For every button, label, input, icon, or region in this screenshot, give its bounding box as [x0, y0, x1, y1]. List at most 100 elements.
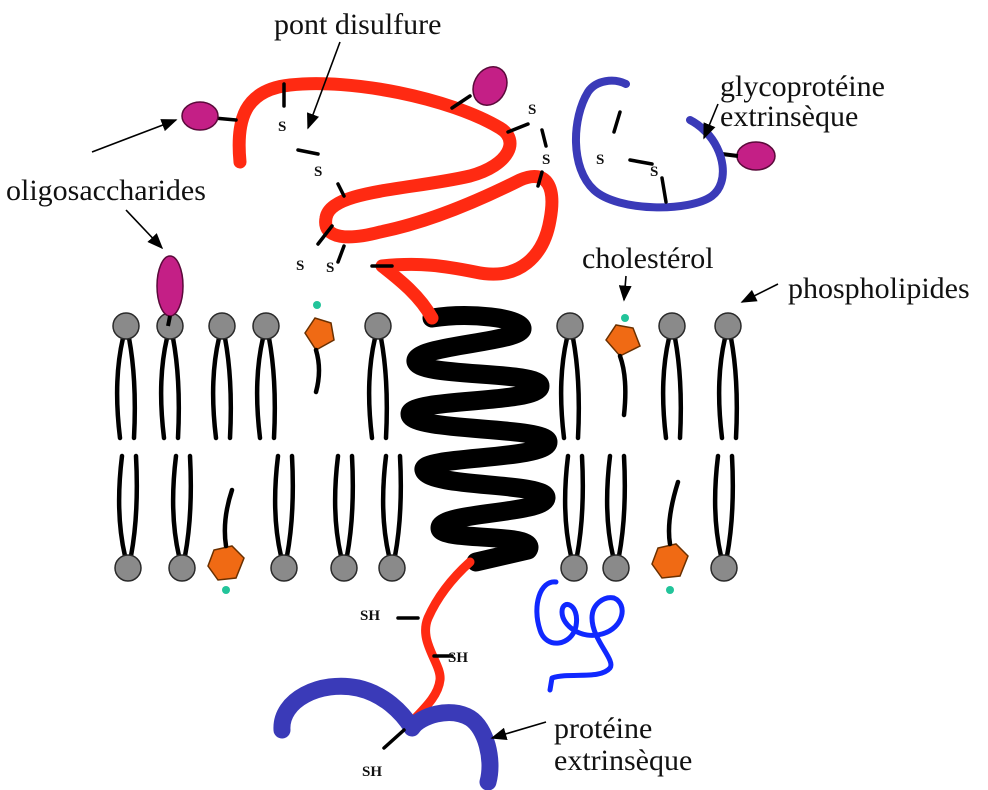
oligosaccharide-glycoprotein: [722, 142, 775, 170]
phospholipid: [209, 313, 235, 438]
phospholipid: [365, 313, 391, 438]
lipid-head: [331, 555, 357, 581]
cholesterol-lower-left: [208, 490, 244, 594]
lipid-tail: [381, 338, 387, 438]
label-proteine-extrinseque: extrinsèque: [554, 744, 692, 777]
lipid-tail: [131, 456, 137, 556]
phospholipid: [115, 456, 141, 581]
lipid-tail: [161, 338, 167, 438]
label-oligosaccharides: oligosaccharides: [6, 174, 206, 207]
arrow-cholesterol: [624, 276, 626, 300]
arrow-phospholipids: [742, 284, 778, 302]
phospholipid: [711, 456, 737, 581]
lipid-head: [253, 313, 279, 339]
label-proteine: protéine: [554, 712, 652, 745]
bright-blue-chain: [537, 582, 622, 690]
cholesterol-lower-right: [652, 482, 688, 594]
lipid-tail: [347, 456, 353, 556]
phospholipid: [113, 313, 139, 438]
cholesterol-upper-left: [305, 301, 334, 392]
phospholipid: [557, 313, 583, 438]
phospholipid: [331, 456, 357, 581]
phospholipid: [271, 456, 297, 581]
sulfur-label: S: [596, 152, 604, 168]
lipid-tail: [715, 456, 721, 556]
label-arrows: [92, 42, 778, 738]
label-glycoproteine-extrinseque: extrinsèque: [720, 100, 858, 133]
sulfur-label: S: [296, 258, 304, 274]
lipid-tail: [117, 338, 123, 438]
sulfur-label: S: [528, 102, 536, 118]
lipid-tail: [561, 338, 567, 438]
lipid-tail: [663, 338, 669, 438]
lipid-tail: [129, 338, 135, 438]
lipid-tail: [257, 338, 263, 438]
sulfur-label: S: [278, 119, 286, 135]
lipid-tail: [213, 338, 219, 438]
phospholipid: [603, 456, 629, 581]
phospholipid: [253, 313, 279, 438]
lipid-head: [113, 313, 139, 339]
oligosaccharide-top-right: [466, 61, 513, 111]
lipid-tail: [269, 338, 275, 438]
transmembrane-helix: [410, 316, 548, 562]
thiol-label: SH: [448, 650, 468, 666]
cytoplasmic-polypeptide: [408, 562, 470, 726]
lipid-tail: [565, 456, 571, 556]
sulfur-label: S: [314, 164, 322, 180]
lipid-tail: [395, 456, 401, 556]
lipid-tail: [573, 338, 579, 438]
phospholipid: [169, 456, 195, 581]
phospholipid: [379, 456, 405, 581]
lipid-tail: [185, 456, 191, 556]
arrow-extrinsic-protein: [492, 722, 546, 738]
lipid-tail: [719, 338, 725, 438]
cholesterol-upper-right: [606, 314, 640, 415]
label-pont-disulfure: pont disulfure: [274, 8, 441, 41]
lipid-tail: [173, 338, 179, 438]
label-phospholipides: phospholipides: [788, 272, 970, 305]
lipid-tail: [383, 456, 389, 556]
lipid-tail: [727, 456, 733, 556]
phospholipid: [561, 456, 587, 581]
lipid-tail: [119, 456, 125, 556]
thiol-label: SH: [360, 608, 380, 624]
phospholipid: [157, 313, 183, 438]
extrinsic-protein-chain: [282, 686, 490, 782]
phospholipid: [715, 313, 741, 438]
lipid-head: [659, 313, 685, 339]
lipid-tail: [619, 456, 625, 556]
lipid-tail: [675, 338, 681, 438]
lipid-head: [365, 313, 391, 339]
label-cholesterol: cholestérol: [582, 242, 714, 275]
oligosaccharide-left: [182, 102, 218, 130]
lipid-head: [557, 313, 583, 339]
phospholipid: [659, 313, 685, 438]
lipid-head: [271, 555, 297, 581]
lipid-tail: [577, 456, 583, 556]
lipid-head: [715, 313, 741, 339]
lipid-tail: [287, 456, 293, 556]
lipid-head: [379, 555, 405, 581]
lipid-head: [115, 555, 141, 581]
lipid-head: [711, 555, 737, 581]
oligosaccharide-membrane: [157, 256, 183, 326]
lipid-head: [561, 555, 587, 581]
lipid-tail: [607, 456, 613, 556]
arrow-oligo-membrane: [126, 210, 162, 248]
thiol-label: SH: [362, 764, 382, 780]
lipid-tail: [225, 338, 231, 438]
glycoprotein-bond-stubs: [614, 112, 666, 202]
lipid-tail: [275, 456, 281, 556]
lipid-head: [209, 313, 235, 339]
arrow-oligo-top: [92, 120, 176, 152]
label-glycoproteine: glycoprotéine: [720, 70, 885, 103]
sulfur-label: S: [326, 260, 334, 276]
lipid-tail: [731, 338, 737, 438]
lipid-tail: [173, 456, 179, 556]
extrinsic-glycoprotein-chain: [576, 81, 723, 208]
thiol-stub-bottom: [384, 730, 404, 748]
sulfur-label: S: [542, 152, 550, 168]
